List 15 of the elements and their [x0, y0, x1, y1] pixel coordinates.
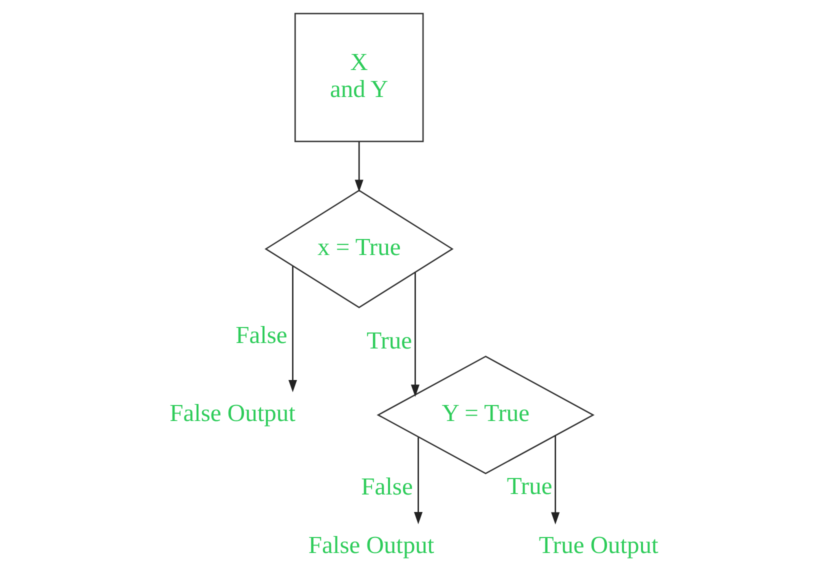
node-text: False Output — [308, 532, 434, 559]
node-text: True Output — [538, 532, 658, 559]
edge-label: True — [506, 472, 552, 500]
arrow — [288, 266, 298, 392]
edge-label: False — [236, 322, 288, 349]
arrow — [414, 437, 423, 524]
edge-label: True — [366, 327, 412, 354]
arrow — [410, 272, 420, 397]
arrow — [354, 142, 364, 192]
arrow — [551, 436, 560, 524]
edge-label: False — [361, 474, 413, 501]
node-diamond: Y = True — [376, 356, 595, 474]
node-diamond: x = True — [264, 190, 454, 308]
node-box: X and Y — [294, 12, 424, 142]
node-text: False Output — [170, 400, 296, 427]
